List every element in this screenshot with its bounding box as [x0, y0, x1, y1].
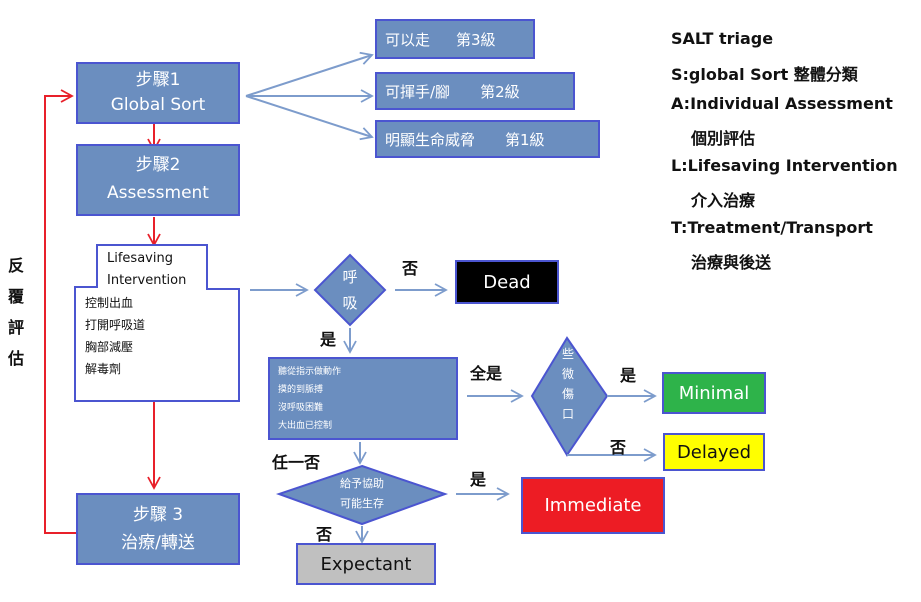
reassess-loop [44, 89, 76, 534]
criteria-item: 大出血已控制 [278, 420, 333, 431]
delayed-outcome-box: Delayed [663, 433, 765, 471]
immediate-outcome-box: Immediate [521, 477, 665, 534]
legend-line-t-zh: 治療與後送 [691, 253, 772, 272]
assessment-criteria-box: 聽從指示做動作 摸的到脈搏 沒呼吸困難 大出血已控制 [268, 357, 458, 440]
sort-level-1-box: 明顯生命威脅 第1級 [375, 120, 600, 158]
dead-outcome-box: Dead [455, 260, 559, 304]
minor-injury-yes-label: 是 [620, 366, 637, 385]
lifesaving-item: 解毒劑 [85, 362, 122, 376]
sort-level-3-label: 可以走 [385, 30, 431, 49]
arrow-to-level1 [245, 95, 374, 141]
legend-line-a: A:Individual Assessment [671, 94, 893, 113]
step2-assessment-box: 步驟2 Assessment [76, 144, 240, 216]
sort-level-1-grade: 第1級 [505, 130, 545, 149]
immediate-label: Immediate [544, 495, 642, 516]
delayed-label: Delayed [676, 441, 752, 463]
reassess-label: 反 覆 評 估 [8, 250, 24, 374]
minor-injury-no-label: 否 [610, 438, 627, 457]
lifesaving-item: 胸部減壓 [85, 340, 134, 354]
criteria-item: 沒呼吸困難 [278, 402, 324, 413]
lifesaving-title-line2: Intervention [107, 273, 187, 288]
minor-injury-char: 些 [561, 347, 574, 361]
legend-line-s: S:global Sort 整體分類 [671, 65, 858, 84]
step3-treatment-box: 步驟 3 治療/轉送 [76, 493, 240, 565]
minor-injury-char: 傷 [561, 387, 574, 401]
lifesaving-box-outline [74, 244, 240, 402]
sort-level-2-box: 可揮手/腳 第2級 [375, 72, 575, 110]
breathing-char-1: 呼 [342, 268, 358, 286]
sort-level-2-label: 可揮手/腳 [385, 82, 451, 101]
step1-subtitle: Global Sort [110, 95, 206, 115]
legend-title: SALT triage [671, 29, 774, 48]
breathing-no-label: 否 [402, 259, 419, 278]
expectant-label: Expectant [320, 553, 412, 575]
lifesaving-title-line1: Lifesaving [107, 251, 173, 266]
legend-line-l-zh: 介入治療 [691, 191, 756, 210]
sort-level-1-label: 明顯生命威脅 [385, 130, 476, 149]
minimal-label: Minimal [678, 382, 750, 404]
step2-title: 步驟2 [135, 155, 181, 175]
step3-title: 步驟 3 [132, 505, 184, 525]
expectant-outcome-box: Expectant [296, 543, 436, 585]
reassess-char: 評 [8, 318, 25, 337]
minor-injury-decision-text: 些 微 傷 口 [558, 344, 578, 424]
dead-label: Dead [483, 271, 531, 293]
survival-decision-diamond [275, 464, 449, 526]
reassess-char: 覆 [8, 287, 25, 306]
breathing-yes-label: 是 [320, 330, 337, 349]
lifesaving-item: 控制出血 [85, 296, 134, 310]
lifesaving-title: Lifesaving Intervention [107, 248, 186, 292]
reassess-char: 反 [8, 256, 25, 275]
breathing-decision-diamond [313, 253, 387, 327]
step1-global-sort-box: 步驟1 Global Sort [76, 62, 240, 124]
minor-injury-char: 微 [561, 367, 574, 381]
survival-decision-text: 給予協助 可能生存 [322, 474, 402, 514]
breathing-char-2: 吸 [342, 294, 358, 312]
criteria-item: 摸的到脈搏 [278, 384, 324, 395]
lifesaving-items: 控制出血 打開呼吸道 胸部減壓 解毒劑 [85, 292, 145, 380]
sort-level-3-box: 可以走 第3級 [375, 19, 535, 59]
all-yes-label: 全是 [470, 364, 503, 383]
criteria-item: 聽從指示做動作 [278, 366, 342, 377]
step2-subtitle: Assessment [107, 183, 209, 203]
minor-injury-char: 口 [561, 407, 574, 421]
survival-line-2: 可能生存 [340, 497, 384, 510]
reassess-char: 估 [8, 349, 25, 368]
survival-no-label: 否 [316, 525, 333, 544]
step1-title: 步驟1 [135, 70, 181, 90]
legend-line-t: T:Treatment/Transport [671, 218, 873, 237]
minimal-outcome-box: Minimal [662, 372, 766, 414]
legend-line-l: L:Lifesaving Intervention [671, 156, 898, 175]
any-no-label: 任一否 [272, 453, 321, 472]
survival-line-1: 給予協助 [340, 477, 384, 490]
survival-yes-label: 是 [470, 470, 487, 489]
sort-level-3-grade: 第3級 [456, 30, 496, 49]
arrow-to-level3 [245, 51, 374, 97]
step3-subtitle: 治療/轉送 [121, 533, 195, 553]
sort-level-2-grade: 第2級 [480, 82, 520, 101]
lifesaving-item: 打開呼吸道 [85, 318, 146, 332]
legend-line-a-zh: 個別評估 [691, 129, 756, 148]
breathing-decision-text: 呼 吸 [335, 264, 365, 316]
